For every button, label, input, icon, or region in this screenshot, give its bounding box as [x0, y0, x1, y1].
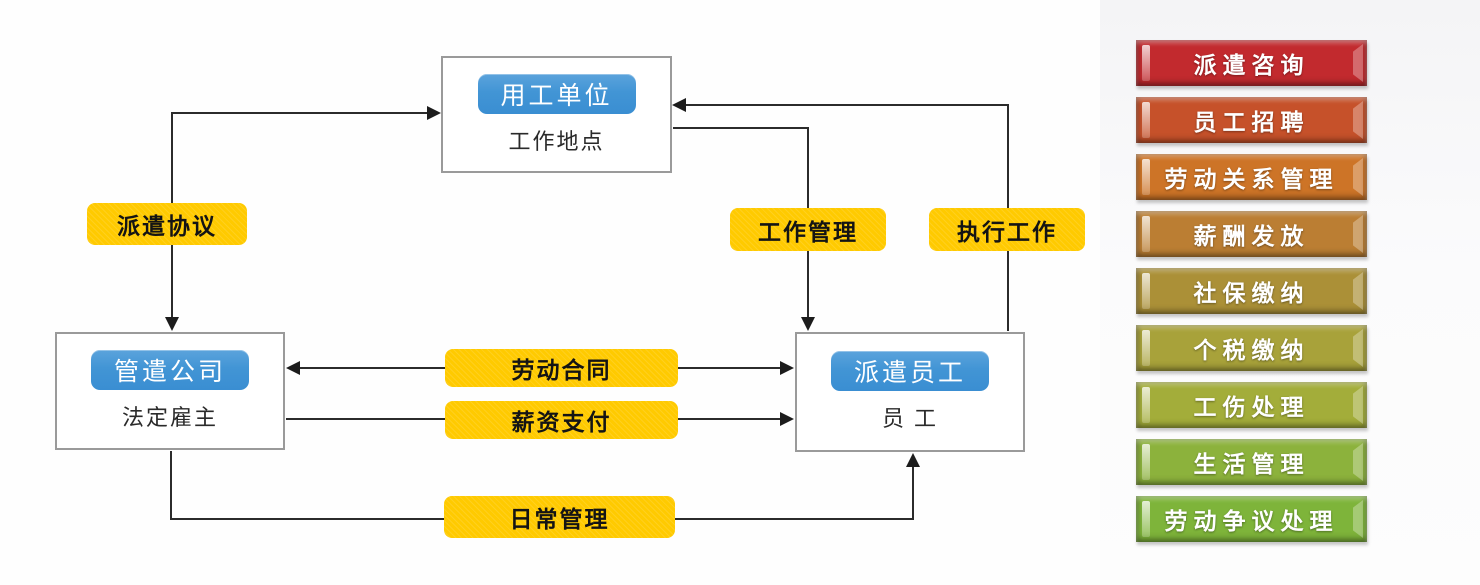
sidebar-item-employee-recruitment[interactable]: 员工招聘 [1136, 97, 1367, 143]
edge-label-work-management: 工作管理 [730, 208, 886, 251]
edge-label-daily-management: 日常管理 [444, 496, 675, 538]
node-employing-unit: 用工单位 工作地点 [441, 56, 672, 173]
dispatched-employee-subtitle: 员 工 [881, 406, 939, 431]
node-dispatch-company: 管遣公司 法定雇主 [55, 332, 285, 450]
arrow-work-management [673, 127, 815, 331]
sidebar-item-labor-relations-management[interactable]: 劳动关系管理 [1136, 154, 1367, 200]
sidebar-item-payroll-distribution[interactable]: 薪酬发放 [1136, 211, 1367, 257]
dispatch-company-button: 管遣公司 [91, 350, 249, 390]
node-dispatched-employee: 派遣员工 员 工 [795, 332, 1025, 452]
edge-label-salary-payment: 薪资支付 [445, 401, 678, 439]
arrow-execute-work [672, 98, 1009, 331]
sidebar-item-work-injury-handling[interactable]: 工伤处理 [1136, 382, 1367, 428]
sidebar-item-life-management[interactable]: 生活管理 [1136, 439, 1367, 485]
dispatched-employee-title: 派遣员工 [853, 359, 966, 387]
employing-unit-button: 用工单位 [477, 73, 636, 114]
edge-label-execute-work: 执行工作 [929, 208, 1085, 251]
service-menu: 派遣咨询 员工招聘 劳动关系管理 薪酬发放 社保缴纳 个税缴纳 工伤处理 生活管… [1136, 40, 1367, 553]
sidebar-item-labor-dispute-handling[interactable]: 劳动争议处理 [1136, 496, 1367, 542]
employing-unit-title: 用工单位 [500, 81, 613, 110]
dispatch-company-subtitle: 法定雇主 [121, 405, 218, 430]
sidebar-item-dispatch-consulting[interactable]: 派遣咨询 [1136, 40, 1367, 86]
edge-label-dispatch-agreement: 派遣协议 [87, 203, 247, 245]
dispatched-employee-button: 派遣员工 [831, 351, 989, 391]
sidebar-item-social-insurance-payment[interactable]: 社保缴纳 [1136, 268, 1367, 314]
arrow-dispatch-agreement [165, 106, 441, 331]
edge-label-labor-contract: 劳动合同 [445, 349, 678, 387]
dispatch-company-title: 管遣公司 [113, 358, 226, 386]
sidebar-item-individual-tax-payment[interactable]: 个税缴纳 [1136, 325, 1367, 371]
employing-unit-subtitle: 工作地点 [508, 128, 605, 154]
